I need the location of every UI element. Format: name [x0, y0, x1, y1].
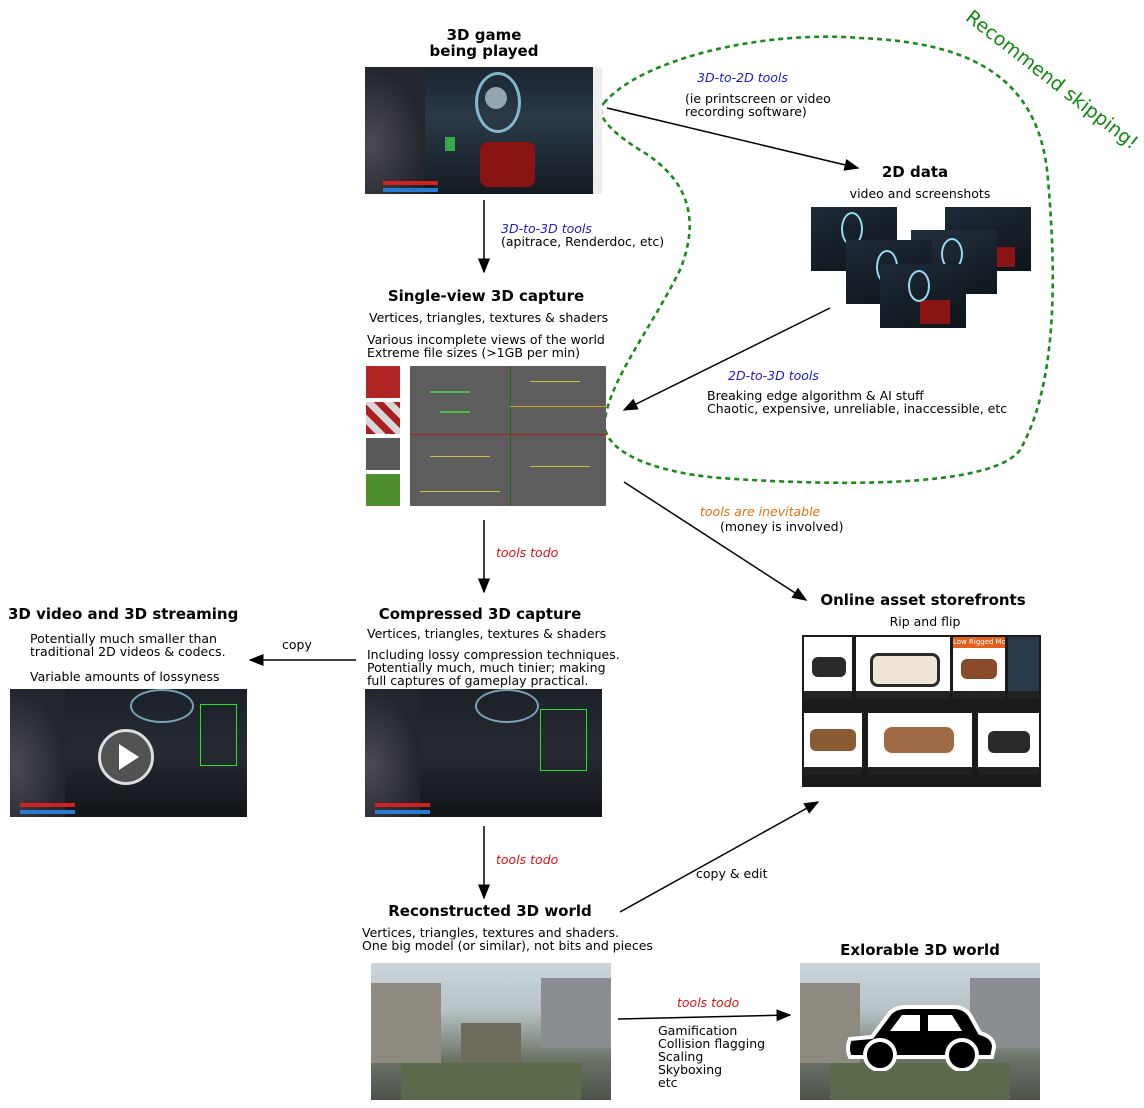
store-tile[interactable]	[1008, 637, 1039, 699]
node-compressed-title: Compressed 3D capture	[378, 605, 582, 623]
edge-todo-3-label: tools todo	[677, 995, 740, 1010]
node-recon-note-1: Vertices, triangles, textures and shader…	[362, 925, 619, 940]
store-tile[interactable]	[856, 637, 950, 699]
node-2d-data-title: 2D data	[881, 163, 949, 181]
edge-todo-1-label: tools todo	[496, 545, 559, 560]
node-recon-note-2: One big model (or similar), not bits and…	[362, 938, 653, 953]
node-streaming-note-3: Variable amounts of lossyness	[30, 669, 220, 684]
edge-todo-3-note-1: Gamification	[658, 1023, 738, 1038]
arrow-recon-to-explorable	[617, 1009, 792, 1022]
edge-todo-3-note-3: Scaling	[658, 1049, 704, 1064]
edge-2d-to-3d-label: 2D-to-3D tools	[728, 368, 819, 383]
node-game-title: 3D game being played	[429, 26, 539, 60]
edge-inevitable-label: tools are inevitable	[700, 504, 821, 519]
store-tile[interactable]	[868, 713, 972, 775]
store-tile[interactable]	[804, 713, 862, 775]
edge-3d-to-3d-label: 3D-to-3D tools	[501, 221, 592, 236]
wireframe-capture	[410, 366, 606, 506]
node-storefront-title: Online asset storefronts	[820, 591, 1026, 609]
node-recon-title: Reconstructed 3D world	[388, 902, 592, 920]
storefront-screenshot: Low Rigged Mode	[802, 635, 1041, 787]
city-render	[371, 963, 611, 1100]
node-compressed-note-3: full captures of gameplay practical.	[367, 673, 589, 688]
recommend-skipping-loop	[599, 35, 1055, 485]
edge-3d-to-3d-note: (apitrace, Renderdoc, etc)	[501, 234, 665, 249]
car-icon	[846, 1005, 997, 1071]
edge-todo-3-note-5: etc	[658, 1075, 678, 1090]
arrow-2d-to-single	[622, 307, 831, 411]
edge-2d-to-3d-note-1: Breaking edge algorithm & AI stuff	[707, 388, 924, 403]
edge-3d-to-2d-label: 3D-to-2D tools	[697, 70, 788, 85]
node-streaming-note-1: Potentially much smaller than	[30, 631, 217, 646]
arrow-recon-to-storefront	[619, 801, 820, 913]
edge-todo-3-note-2: Collision flagging	[658, 1036, 766, 1051]
node-streaming-title: 3D video and 3D streaming	[8, 605, 239, 623]
game-screenshot	[365, 67, 602, 194]
edge-inevitable-note: (money is involved)	[720, 519, 844, 534]
node-streaming-note-2: traditional 2D videos & codecs.	[30, 644, 226, 659]
store-tile[interactable]: Low Rigged Mode	[953, 637, 1005, 699]
edge-todo-3-note-4: Skyboxing	[658, 1062, 723, 1077]
arrow-game-to-2d	[606, 107, 860, 171]
node-explorable-title: Exlorable 3D world	[840, 941, 1000, 959]
node-compressed-note-1: Including lossy compression techniques.	[367, 647, 620, 662]
node-single-title: Single-view 3D capture	[387, 287, 585, 305]
play-icon	[119, 744, 139, 770]
edge-copy-label: copy	[282, 637, 312, 652]
edge-2d-to-3d-note-2: Chaotic, expensive, unreliable, inaccess…	[707, 401, 1008, 416]
node-single-note-2: Extreme file sizes (>1GB per min)	[367, 345, 581, 360]
store-tile[interactable]	[804, 637, 852, 699]
node-single-note-1: Various incomplete views of the world	[367, 332, 605, 347]
node-compressed-sub: Vertices, triangles, textures & shaders	[367, 626, 607, 641]
node-storefront-sub: Rip and flip	[889, 614, 961, 629]
play-button[interactable]	[98, 729, 154, 785]
compressed-capture-preview	[365, 689, 602, 817]
node-single-sub: Vertices, triangles, textures & shaders	[369, 310, 609, 325]
store-tile[interactable]	[978, 713, 1039, 775]
explorable-render	[800, 963, 1040, 1100]
arrow-single-to-storefront	[623, 481, 808, 601]
node-compressed-note-2: Potentially much, much tinier; making	[367, 660, 606, 675]
edge-3d-to-2d-note-1: (ie printscreen or video	[685, 91, 831, 106]
edge-3d-to-2d-note-2: recording software)	[685, 104, 807, 119]
edge-copy-edit-label: copy & edit	[696, 866, 768, 881]
edge-todo-2-label: tools todo	[496, 852, 559, 867]
node-2d-data-sub: video and screenshots	[849, 186, 991, 201]
